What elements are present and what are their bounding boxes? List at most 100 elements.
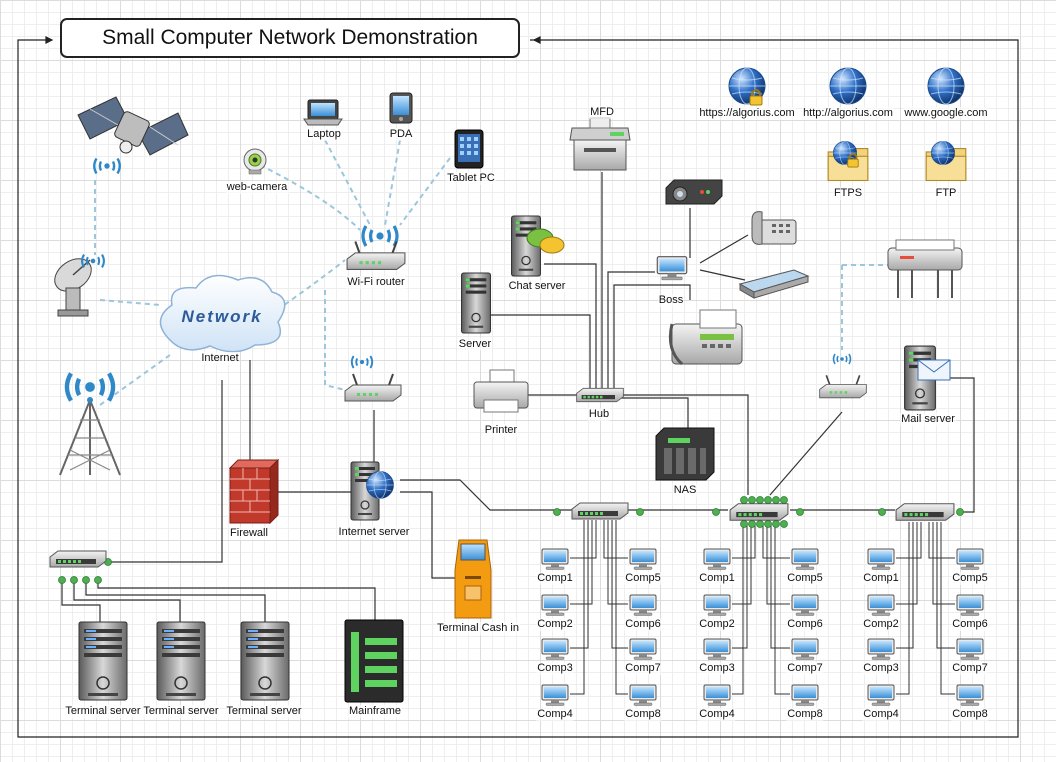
wifi-router-label: Wi-Fi router [346, 276, 406, 289]
pda-icon [389, 92, 413, 124]
boss-computer-icon [656, 256, 688, 281]
computer-icon [703, 684, 731, 706]
ftp-label: FTP [934, 187, 958, 200]
computer-icon [629, 684, 657, 706]
port-dot [956, 508, 964, 516]
computer-label: Comp7 [624, 662, 662, 675]
port-dot [740, 520, 748, 528]
server-icon [460, 272, 492, 334]
computer-label: Comp8 [624, 708, 662, 721]
mail-envelope-icon [917, 359, 951, 381]
wifi-signal-icon [361, 224, 399, 248]
google-site-label: www.google.com [903, 107, 989, 120]
computer-link [603, 520, 628, 559]
computer-label: Comp1 [862, 572, 900, 585]
computer-label: Comp3 [536, 662, 574, 675]
network-cloud-label: Network [181, 307, 263, 326]
terminal-server-2-label: Terminal server [142, 705, 220, 718]
pda-label: PDA [388, 128, 414, 141]
computer-link [732, 524, 756, 559]
computer-link [936, 522, 955, 649]
projector-icon [665, 179, 723, 205]
computer-icon [703, 594, 731, 616]
computer-icon [956, 548, 984, 570]
computer-link [607, 520, 628, 605]
http-site-label: http://algorius.com [802, 107, 894, 120]
mail-server-label: Mail server [900, 413, 956, 426]
port-dot [712, 508, 720, 516]
computer-icon [956, 638, 984, 660]
port-dot [796, 508, 804, 516]
scanner-icon [738, 269, 810, 299]
computer-label: Comp5 [624, 572, 662, 585]
printer-icon [473, 369, 529, 413]
computer-icon [541, 548, 569, 570]
group-1-switch-icon [571, 502, 629, 520]
computer-label: Comp2 [536, 618, 574, 631]
hub-icon [576, 387, 624, 403]
chat-bubbles-icon [526, 228, 565, 254]
computer-link [732, 524, 752, 605]
port-dot [756, 520, 764, 528]
http-globe-icon [829, 67, 867, 105]
computer-link [570, 520, 593, 605]
laptop-label: Laptop [306, 128, 342, 141]
computer-link [766, 524, 790, 605]
computer-icon [791, 638, 819, 660]
computer-label: Comp5 [951, 572, 989, 585]
right-router-signal-icon [832, 352, 852, 366]
computer-link [940, 522, 955, 695]
computer-link [896, 522, 922, 559]
computer-icon [956, 594, 984, 616]
computer-link [774, 524, 790, 695]
computer-label: Comp7 [786, 662, 824, 675]
computer-label: Comp3 [862, 662, 900, 675]
hub-label: Hub [587, 408, 611, 421]
wireless-links [94, 139, 895, 406]
terminal-server-icon [240, 621, 290, 701]
edge-switch-icon [49, 550, 107, 568]
computer-link [732, 524, 744, 695]
computer-label: Comp4 [536, 708, 574, 721]
computer-label: Comp4 [698, 708, 736, 721]
cash-terminal-icon [454, 539, 492, 619]
satellite-signal-icon [92, 157, 122, 175]
port-dot [58, 576, 66, 584]
right-router-icon [818, 374, 868, 399]
satellite-icon [77, 96, 189, 156]
computer-icon [867, 638, 895, 660]
computer-icon [629, 638, 657, 660]
computer-label: Comp7 [951, 662, 989, 675]
port-dot [636, 508, 644, 516]
server-label: Server [457, 338, 493, 351]
computer-label: Comp6 [786, 618, 824, 631]
internet-server-label: Internet server [337, 526, 411, 539]
computer-icon [956, 684, 984, 706]
tablet-icon [454, 129, 484, 169]
internet-label: Internet [200, 352, 240, 365]
computer-icon [703, 548, 731, 570]
port-dot [553, 508, 561, 516]
tablet-label: Tablet PC [446, 172, 496, 185]
router-signal-icon [350, 354, 374, 370]
computer-link [770, 524, 790, 649]
port-dot [70, 576, 78, 584]
nas-label: NAS [672, 484, 698, 497]
computer-icon [791, 594, 819, 616]
computer-link [570, 520, 597, 559]
computer-link [896, 522, 918, 605]
port-dot [740, 496, 748, 504]
port-dot [764, 520, 772, 528]
firewall-label: Firewall [229, 527, 269, 540]
computer-label: Comp8 [786, 708, 824, 721]
mfd-label: MFD [589, 106, 615, 119]
computer-icon [791, 684, 819, 706]
computer-group-wiring [570, 520, 955, 695]
computer-icon [791, 548, 819, 570]
port-dot [82, 576, 90, 584]
diagram-title: Small Computer Network Demonstration [60, 18, 520, 58]
computer-icon [629, 594, 657, 616]
wifi-router-icon [346, 240, 407, 271]
computer-link [928, 522, 955, 559]
